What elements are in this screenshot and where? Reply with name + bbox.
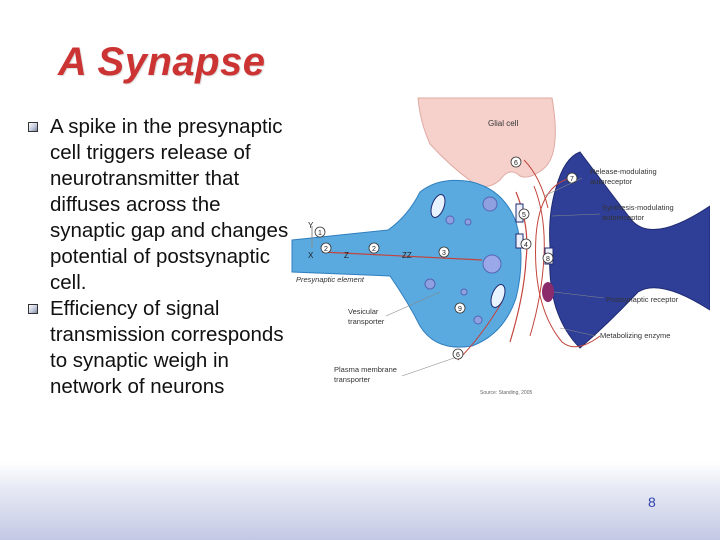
presynaptic-element-label: Presynaptic element [296, 275, 365, 284]
step-marker: 8 [542, 252, 554, 264]
page-number: 8 [648, 494, 656, 510]
step-number: 1 [318, 230, 322, 237]
glial-cell-shape [417, 97, 556, 187]
step-number: 6 [456, 352, 460, 359]
step-number: 6 [514, 160, 518, 167]
square-bullet-icon [28, 304, 38, 314]
postsynaptic-membrane-line [529, 185, 545, 337]
glial-transport-line [523, 159, 549, 209]
label-y: Y [308, 221, 314, 230]
leader-line [385, 291, 441, 317]
step-number: 5 [522, 212, 526, 219]
leader-line [401, 357, 455, 377]
vesicular-transporter-label: transporter [348, 317, 385, 326]
step-number: 2 [324, 246, 328, 253]
bullet-item: Efficiency of signal transmission corres… [28, 296, 296, 400]
vesicle [445, 215, 455, 225]
mitochondrion-icon [430, 194, 446, 218]
plasma-membrane-label: Plasma membrane [334, 365, 397, 374]
step-number: 4 [524, 242, 528, 249]
leader-line [553, 291, 605, 299]
bullet-list: A spike in the presynaptic cell triggers… [28, 114, 296, 400]
step-number: 3 [442, 250, 446, 257]
vesicle [460, 288, 468, 296]
step-marker: 1 [314, 226, 326, 238]
glial-cell-label: Glial cell [488, 119, 518, 128]
mitochondrion-icon [490, 284, 506, 308]
vesicle-terminal [482, 254, 502, 274]
step-number: 9 [458, 306, 462, 313]
leader-line [543, 177, 583, 197]
step-marker: 3 [438, 246, 450, 258]
leader-line [559, 327, 597, 337]
leader-line [551, 213, 601, 217]
vesicular-transporter-label: Vesicular [348, 307, 379, 316]
step-number: 8 [546, 256, 550, 263]
step-marker: 6 [510, 156, 522, 168]
label-x: X [308, 251, 314, 260]
plasma-membrane-label: transporter [334, 375, 371, 384]
vesicle [424, 278, 436, 290]
step-marker: 4 [520, 238, 532, 250]
release-modulating-label: autoreceptor [590, 177, 633, 186]
step-number: 2 [372, 246, 376, 253]
release-modulating-label: Release-modulating [590, 167, 657, 176]
label-z: Z [344, 251, 349, 260]
step-marker: 6 [452, 348, 464, 360]
slide-title: A Synapse [58, 40, 266, 84]
step-number: 7 [570, 176, 574, 183]
vesicle [473, 315, 483, 325]
step-marker: 2 [368, 242, 380, 254]
vesicle [482, 196, 498, 212]
postsynaptic-element-shape [549, 151, 710, 349]
bullet-text: A spike in the presynaptic cell triggers… [50, 115, 289, 294]
outer-loop-line [535, 177, 601, 348]
synapse-diagram: 1 2 2 3 4 5 6 7 9 6 8 Y X Z ZZ [291, 97, 710, 396]
square-bullet-icon [28, 122, 38, 132]
signal-arrow-x-to-z [321, 251, 483, 261]
synthesis-modulating-label: Synthesis-modulating [602, 203, 674, 212]
postsynaptic-receptor-label: Postsynaptic receptor [606, 295, 679, 304]
source-credit: Source: Standing, 2005 [480, 390, 532, 396]
postsynaptic-receptor-icon [542, 282, 554, 302]
step-marker: 2 [320, 242, 332, 254]
footer-band [0, 462, 720, 540]
synthesis-modulating-label: autoreceptor [602, 213, 645, 222]
bullet-item: A spike in the presynaptic cell triggers… [28, 114, 296, 296]
vesicle [464, 218, 472, 226]
step-marker: 9 [454, 302, 466, 314]
step-marker: 7 [566, 172, 578, 184]
label-zz: ZZ [402, 251, 412, 260]
bullet-text: Efficiency of signal transmission corres… [50, 297, 284, 398]
metabolizing-enzyme-label: Metabolizing enzyme [600, 331, 670, 340]
step-marker: 5 [518, 208, 530, 220]
